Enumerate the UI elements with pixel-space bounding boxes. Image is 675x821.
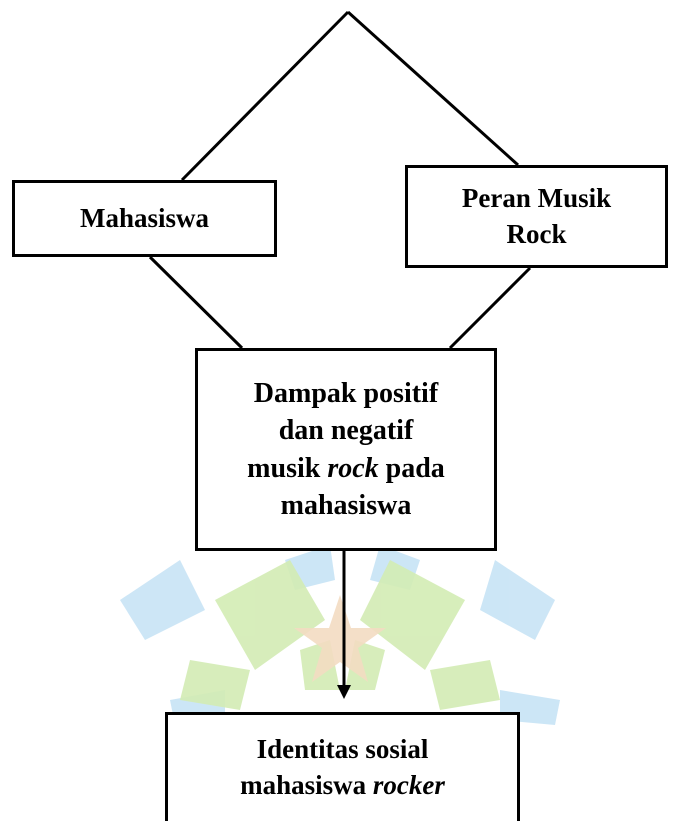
watermark-shape [215, 560, 325, 670]
node-peran-musik-rock: Peran Musik Rock [405, 165, 668, 268]
node-dampak: Dampak positif dan negatif musik rock pa… [195, 348, 497, 551]
node-peran-line2: Rock [506, 218, 567, 249]
node-dampak-line4: mahasiswa [280, 489, 412, 521]
node-identitas-line2-italic: rocker [372, 770, 445, 800]
node-identitas: Identitas sosial mahasiswa rocker [165, 712, 520, 821]
node-identitas-line2-pre: mahasiswa [240, 770, 373, 800]
arrowhead-down [337, 685, 351, 699]
node-dampak-line1: Dampak positif [253, 378, 439, 410]
node-peran-line1: Peran Musik [461, 182, 612, 213]
edge-apex-peran [346, 10, 520, 167]
node-dampak-line3-italic: rock [327, 452, 379, 484]
node-dampak-line3-post: pada [378, 452, 445, 484]
node-identitas-line1: Identitas sosial [256, 734, 429, 765]
node-mahasiswa: Mahasiswa [12, 180, 277, 257]
watermark-shape [180, 660, 250, 710]
watermark-shape [120, 560, 205, 640]
node-identitas-line2: mahasiswa rocker [240, 768, 445, 804]
watermark-shape [430, 660, 500, 710]
node-dampak-line2: dan negatif [278, 415, 414, 447]
edge-mahasiswa-apex [180, 10, 350, 182]
node-mahasiswa-label: Mahasiswa [79, 202, 209, 233]
watermark-star [294, 595, 386, 682]
node-dampak-line3: musik rock pada [247, 450, 445, 487]
watermark-shape [360, 560, 465, 670]
watermark-shape [480, 560, 555, 640]
edge-mahasiswa-dampak [148, 255, 244, 350]
edge-peran-dampak [448, 266, 532, 350]
node-dampak-line3-pre: musik [247, 452, 328, 484]
